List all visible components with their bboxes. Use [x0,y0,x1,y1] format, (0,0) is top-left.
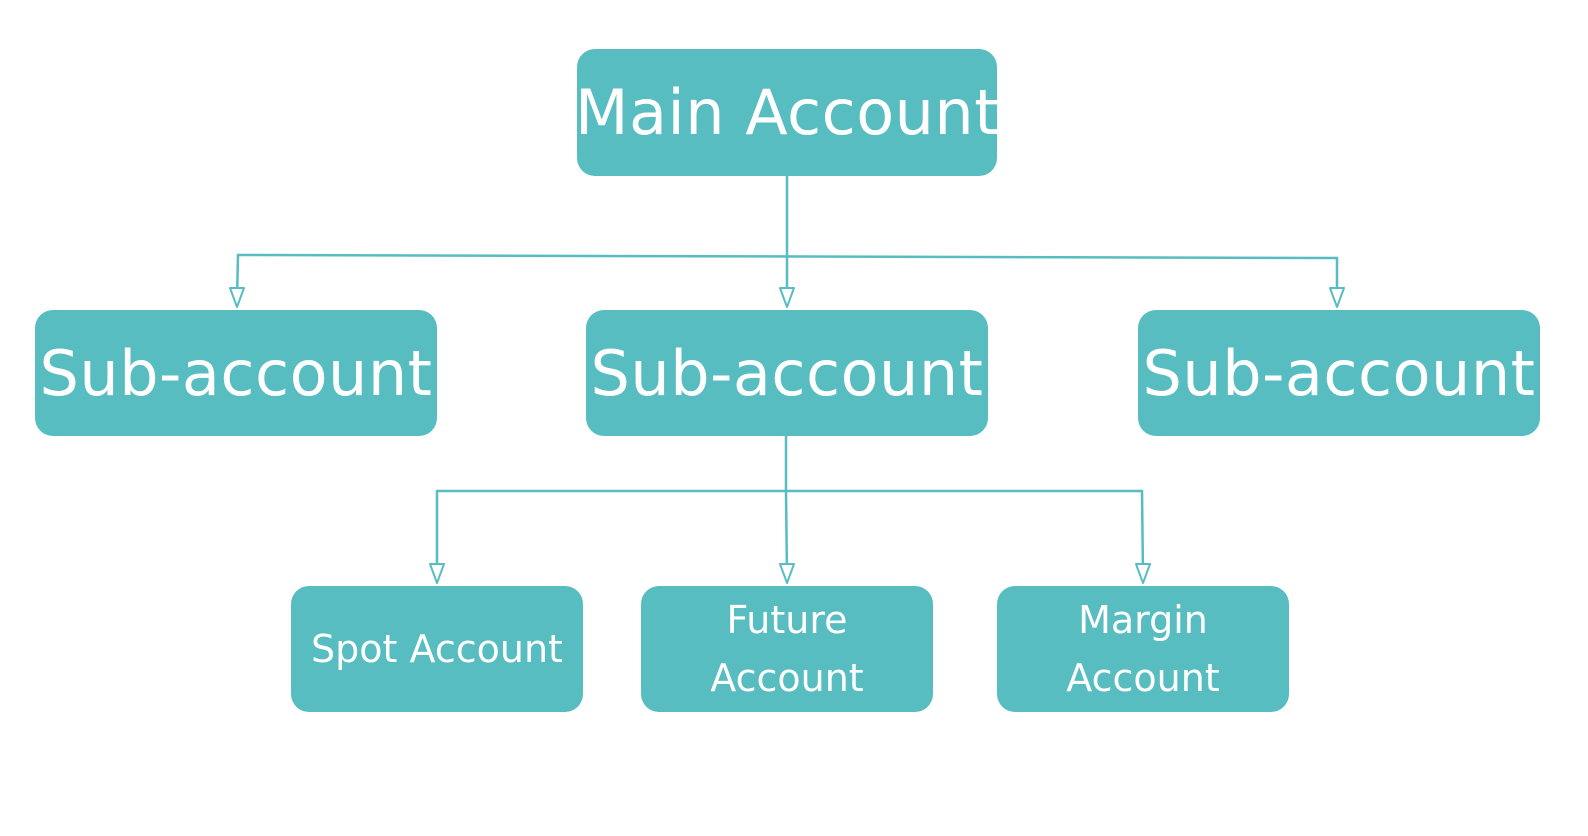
arrowhead-margin [1135,563,1151,584]
spot-account-node: Spot Account [291,586,583,712]
arrowhead-spot [429,563,445,584]
arrowhead-future [779,563,795,584]
sub-account-label-right: Sub-account [1142,336,1536,410]
main-account-node: Main Account [574,49,1000,176]
sub-account-node-center: Sub-account [586,310,988,436]
future-account-label-line2: Account [710,656,864,700]
connector-drop-future [784,489,789,578]
future-account-label-line1: Future [726,598,848,642]
sub-account-label-left: Sub-account [39,336,433,410]
spot-account-label: Spot Account [311,627,563,671]
margin-account-node: Margin Account [997,586,1289,712]
arrowhead-sub-right [1329,287,1345,308]
main-account-label: Main Account [574,76,1000,149]
arrowhead-sub-center [779,287,795,308]
sub-account-node-left: Sub-account [35,310,437,436]
connector-drop-margin [1140,489,1145,578]
margin-account-label-line2: Account [1066,656,1220,700]
sub-account-label-center: Sub-account [590,336,984,410]
sub-account-node-right: Sub-account [1138,310,1540,436]
future-account-node: Future Account [641,586,933,712]
margin-account-label-line1: Margin [1078,598,1208,642]
arrowhead-sub-left [229,287,245,308]
